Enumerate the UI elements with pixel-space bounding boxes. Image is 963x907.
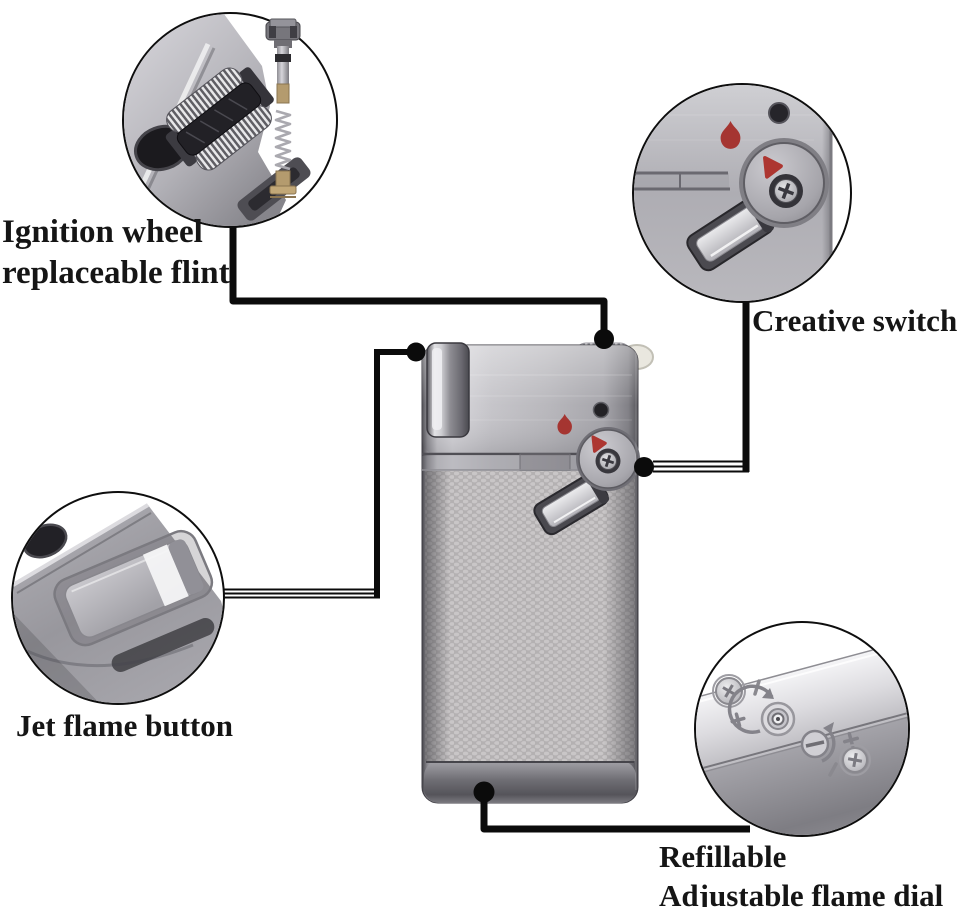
creative-switch-label: Creative switch xyxy=(752,303,958,338)
ignition-label-line1: Ignition wheel xyxy=(2,214,203,250)
button-shadow xyxy=(111,618,215,672)
mode-dial xyxy=(739,138,829,228)
jet-hole xyxy=(22,523,68,559)
ignition-label: Ignition wheel replaceable flint xyxy=(2,212,230,294)
bottom-plate xyxy=(696,643,908,835)
jet-flame-button xyxy=(53,529,214,647)
leader-dot-jet xyxy=(406,342,426,362)
callout-circle-jet-flame xyxy=(11,491,225,705)
mode-dial xyxy=(576,427,640,491)
refill-valve xyxy=(760,701,796,737)
leader-dot-refill xyxy=(473,781,495,803)
flint-spring xyxy=(274,109,292,171)
leader-line-ignition xyxy=(229,219,608,331)
jet-flame-label: Jet flame button xyxy=(16,708,233,743)
refill-label-line2: Adjustable flame dial xyxy=(659,878,944,907)
ignition-wheel-icon xyxy=(165,67,274,171)
leader-dot-creative xyxy=(634,457,654,477)
lid-groove xyxy=(634,171,730,191)
flint-oring xyxy=(275,54,291,62)
plus-icon xyxy=(842,731,860,749)
leader-line-jet xyxy=(221,349,412,599)
curved-arrow-icon xyxy=(727,684,774,734)
body-curve-line xyxy=(26,643,194,668)
lighter-product-photo xyxy=(421,342,654,804)
lighter-cap xyxy=(422,345,638,455)
curved-arrow-icon xyxy=(821,722,836,763)
ignition-label-line2: replaceable flint xyxy=(2,255,230,291)
refill-label-line1: Refillable xyxy=(659,839,787,874)
flint-base-screw xyxy=(269,170,297,198)
flame-indicator-dot xyxy=(768,102,790,124)
jet-nozzle-housing xyxy=(426,342,470,438)
leader-dot-ignition xyxy=(594,329,614,349)
screw-icon xyxy=(839,744,871,776)
textured-panel xyxy=(425,471,635,761)
flame-adjust-dial xyxy=(800,729,830,759)
callout-circle-refill-dial xyxy=(694,621,910,837)
flame-indicator-dot xyxy=(592,401,610,419)
bevel-edge-highlight xyxy=(13,503,150,587)
jet-flame-button-closeup xyxy=(13,503,223,703)
callout-circle-creative-switch xyxy=(632,83,852,303)
flint-screw-head xyxy=(265,18,301,48)
creative-switch-closeup xyxy=(634,85,833,301)
minus-tick-icon xyxy=(828,762,838,777)
replaceable-flint-assembly xyxy=(265,18,301,198)
flint-shaft xyxy=(277,46,289,84)
flint-stone xyxy=(276,83,290,104)
bottom-plate-closeup xyxy=(696,643,908,835)
leader-line-creative xyxy=(653,302,750,473)
refill-label: Refillable Adjustable flame dial xyxy=(659,837,943,907)
leader-line-refill xyxy=(480,791,750,833)
